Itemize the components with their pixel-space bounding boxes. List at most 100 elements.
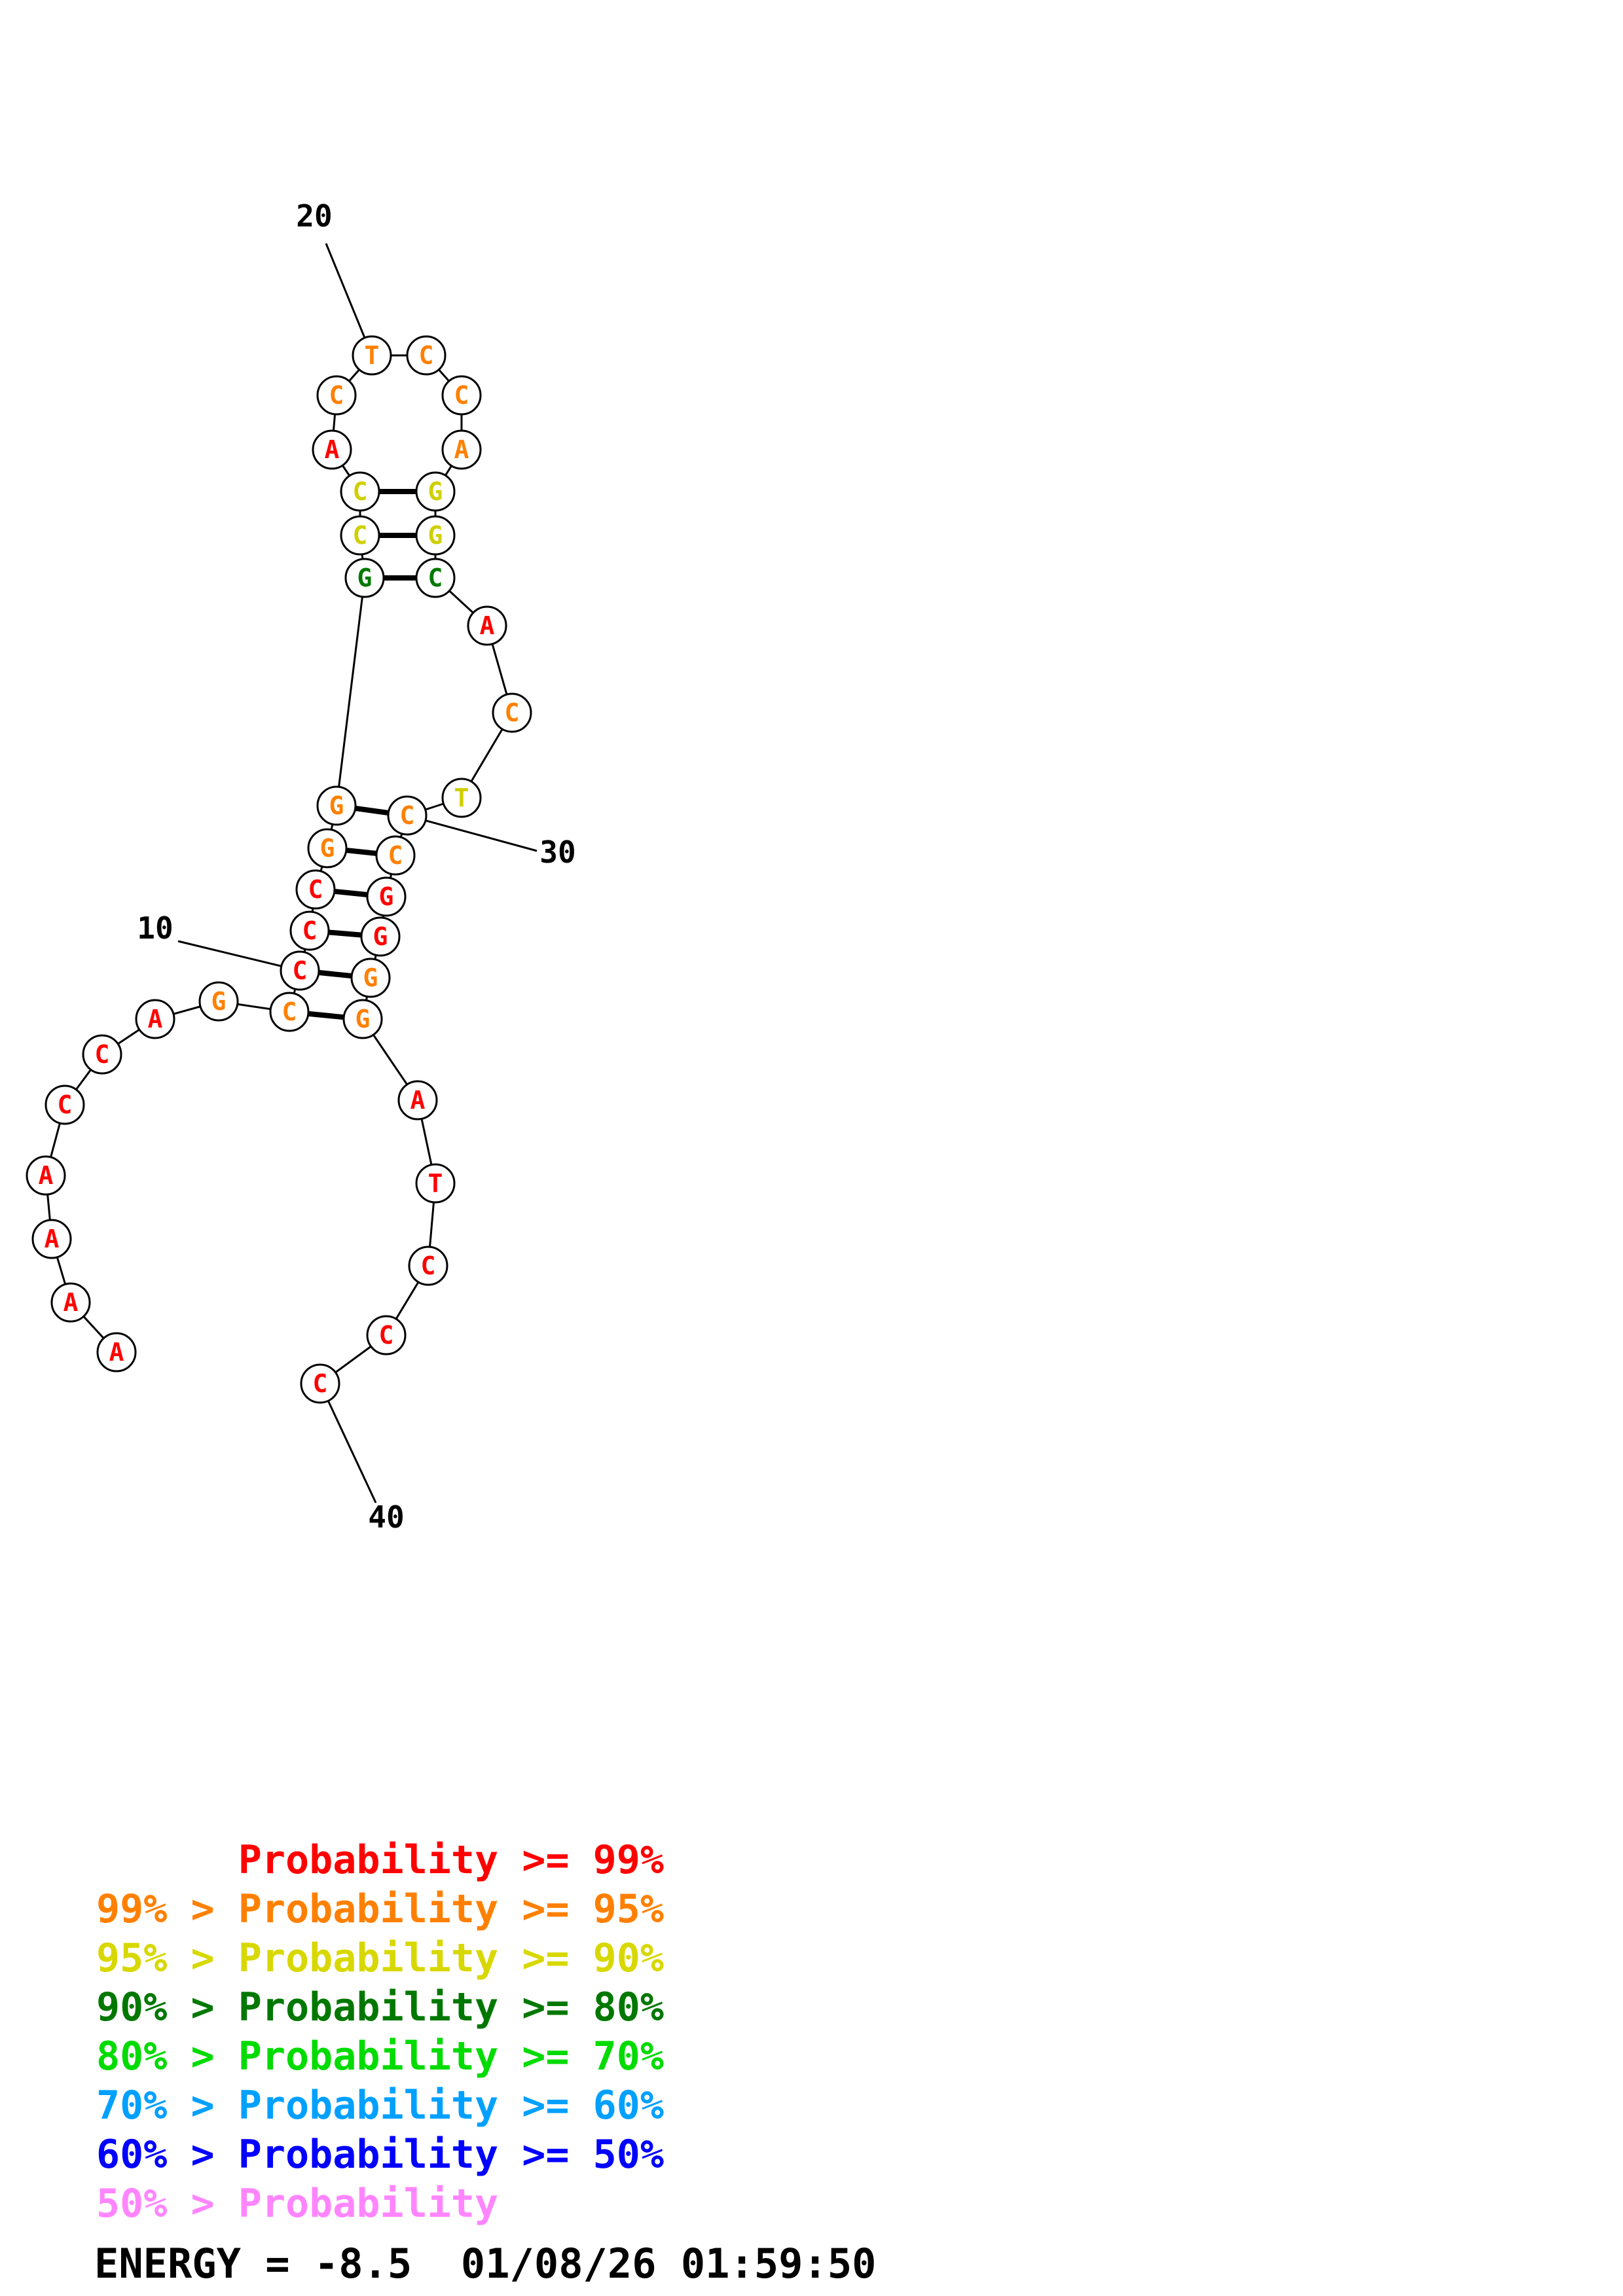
probability-legend: Probability >= 99% 99% > Probability >= …: [96, 1836, 664, 2229]
nucleotide-circle: [50, 1282, 91, 1323]
legend-item: 80% > Probability >= 70%: [96, 2034, 664, 2079]
nucleotide-circle: [135, 999, 175, 1039]
nucleotide-circle: [441, 429, 482, 470]
nucleotide-circle: [441, 778, 482, 818]
nucleotide-base: T: [454, 783, 469, 812]
nucleotide-base: G: [357, 564, 373, 592]
nucleotide-circle: [408, 1246, 448, 1286]
nucleotide-base: G: [379, 882, 394, 911]
nucleotide-circle: [397, 1080, 438, 1121]
nucleotide-circle: [406, 335, 447, 376]
nucleotide-base: C: [421, 1251, 436, 1280]
nucleotide-circle: [295, 869, 336, 910]
nucleotide-base: T: [365, 341, 380, 370]
nucleotide-circle: [387, 795, 428, 836]
nucleotide-base: G: [320, 834, 335, 863]
nucleotide-circle: [198, 981, 239, 1022]
legend-item: 90% > Probability >= 80%: [96, 1984, 664, 2030]
nucleotide-circle: [366, 1315, 407, 1355]
nucleotide-circle: [340, 471, 380, 512]
index-label: 10: [137, 910, 173, 946]
nucleotide-base: A: [39, 1161, 54, 1190]
energy-status-line: ENERGY = -8.5 01/08/26 01:59:50: [94, 2240, 877, 2287]
nucleotide-base: G: [356, 1005, 371, 1033]
index-leader-line: [319, 1383, 377, 1503]
nucleotide-circle: [31, 1219, 72, 1259]
index-leader-line: [407, 814, 538, 852]
legend-item: Probability >= 99%: [96, 1837, 664, 1883]
legend-item: 95% > Probability >= 90%: [96, 1935, 664, 1981]
nucleotide-base: T: [428, 1169, 443, 1198]
nucleotide-circle: [360, 916, 401, 957]
nucleotide-base: C: [388, 841, 403, 870]
nucleotide-circle: [492, 692, 532, 733]
nucleotide-circle: [316, 375, 357, 416]
nucleotide-base: A: [64, 1288, 79, 1317]
nucleotide-circle: [467, 605, 507, 646]
nucleotide-circle: [344, 558, 385, 598]
nucleotide-circle: [415, 1163, 456, 1204]
index-leader-line: [177, 940, 301, 972]
index-leader-line: [325, 243, 373, 356]
nucleotide-circle: [26, 1155, 66, 1196]
nucleotide-circle: [316, 785, 357, 826]
nucleotide-base: A: [410, 1086, 426, 1115]
nucleotide-base: A: [480, 611, 495, 640]
nucleotide-circle: [312, 429, 352, 470]
nucleotide-circle: [307, 828, 348, 869]
nucleotide-base: A: [45, 1225, 60, 1253]
legend-item: 60% > Probability >= 50%: [96, 2132, 664, 2178]
nucleotide-base: G: [428, 477, 443, 506]
nucleotide-base: C: [454, 381, 469, 410]
nucleotide-circle: [269, 992, 310, 1032]
legend-item: 50% > Probability: [96, 2181, 499, 2227]
nucleotide-base: C: [428, 564, 443, 592]
nucleotide-base: G: [329, 791, 344, 820]
nucleotide-base: A: [325, 435, 340, 464]
nucleotide-circle: [441, 375, 482, 416]
nucleotide-base: C: [282, 997, 297, 1026]
nucleotide-base: C: [353, 521, 368, 550]
legend-item: 99% > Probability >= 95%: [96, 1886, 664, 1932]
nucleotide-circle: [300, 1363, 340, 1404]
nucleotide-base: C: [379, 1321, 394, 1350]
nucleotide-base: C: [302, 916, 318, 945]
nucleotide-base: G: [211, 987, 227, 1016]
nucleotide-circle: [352, 335, 392, 376]
nucleotide-base: A: [454, 435, 469, 464]
nucleotide-circle: [82, 1034, 122, 1075]
nucleotide-base: G: [363, 963, 378, 992]
nucleotide-base: C: [353, 477, 368, 506]
nucleotide-base: G: [373, 922, 388, 951]
nucleotide-circle: [342, 999, 383, 1039]
nucleotide-circle: [415, 471, 456, 512]
nucleotide-base: C: [505, 698, 520, 727]
nucleotide-base: C: [293, 956, 308, 985]
nucleotide-base: A: [109, 1338, 124, 1367]
backbone-segment: [335, 577, 366, 806]
index-label: 20: [296, 198, 332, 234]
nucleotide-circle: [340, 515, 380, 556]
nucleotide-circle: [289, 910, 330, 951]
nucleotide-base: C: [95, 1040, 110, 1069]
nucleotide-base: G: [428, 521, 443, 550]
nucleotide-circle: [96, 1332, 137, 1372]
nucleotide-base: A: [148, 1005, 163, 1033]
nucleotide-base: C: [400, 801, 415, 830]
nucleotide-circle: [415, 558, 456, 598]
nucleotide-circle: [280, 950, 320, 991]
nucleotide-circle: [366, 876, 407, 917]
nucleotide-base: C: [313, 1369, 328, 1398]
index-label: 30: [539, 834, 575, 870]
legend-item: 70% > Probability >= 60%: [96, 2083, 664, 2128]
index-label: 40: [368, 1499, 404, 1535]
nucleotide-circle: [350, 958, 391, 998]
nucleotide-circle: [375, 835, 416, 876]
nucleotide-base: C: [58, 1090, 73, 1119]
nucleotide-base: C: [419, 341, 434, 370]
nucleotide-circle: [45, 1085, 85, 1125]
nucleotide-base: C: [329, 381, 344, 410]
nucleotide-circle: [415, 515, 456, 556]
